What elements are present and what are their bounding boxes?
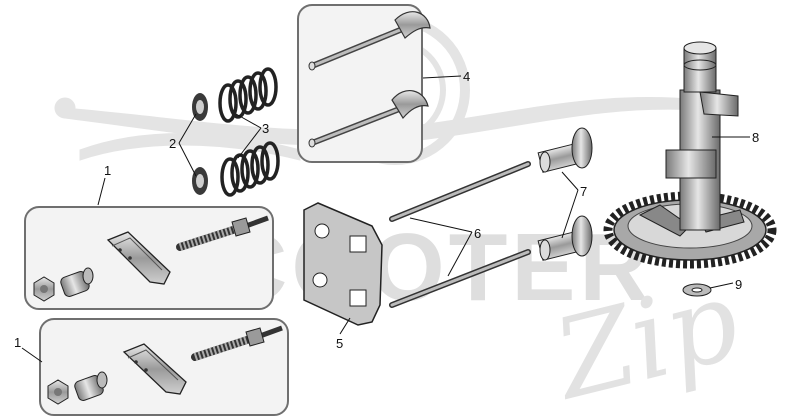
callout-3: 3 xyxy=(262,121,269,136)
push-rod-lower xyxy=(389,249,531,308)
cam-shaft xyxy=(665,41,739,231)
rocker-arm-lower xyxy=(122,343,187,395)
callout-6: 6 xyxy=(474,226,481,241)
callout-labels: 1 1 2 3 4 5 6 7 8 9 xyxy=(14,69,759,351)
push-rod-upper xyxy=(389,161,531,222)
intake-valve xyxy=(308,11,431,71)
rocker-arm-upper xyxy=(106,231,171,285)
callout-9: 9 xyxy=(735,277,742,292)
spring-cap-lower xyxy=(192,167,208,195)
camshaft-cover-plate xyxy=(303,202,383,326)
adjuster-screw-lower xyxy=(191,325,283,361)
adjuster-screw-upper xyxy=(176,215,269,251)
valve-spring-upper xyxy=(218,67,278,123)
tappet-upper xyxy=(537,127,593,173)
exhaust-valve xyxy=(308,90,429,148)
callout-8: 8 xyxy=(752,130,759,145)
rocker-kit-panel-lower xyxy=(39,318,289,416)
camshaft-assembly xyxy=(603,41,777,269)
leader-lines xyxy=(21,75,750,363)
callout-2: 2 xyxy=(169,136,176,151)
tappet-nut-lower xyxy=(74,371,108,401)
valves-panel xyxy=(297,4,431,163)
shim-washer xyxy=(682,283,712,297)
callout-4: 4 xyxy=(463,69,470,84)
callout-1-lower: 1 xyxy=(14,335,21,350)
callout-1-upper: 1 xyxy=(104,163,111,178)
tappet-lower xyxy=(537,215,593,261)
lock-nut-upper xyxy=(33,276,55,302)
callout-7: 7 xyxy=(580,184,587,199)
callout-5: 5 xyxy=(336,336,343,351)
lock-nut-lower xyxy=(47,379,69,405)
tappet-nut-upper xyxy=(60,267,94,297)
rocker-kit-panel-upper xyxy=(24,206,274,310)
